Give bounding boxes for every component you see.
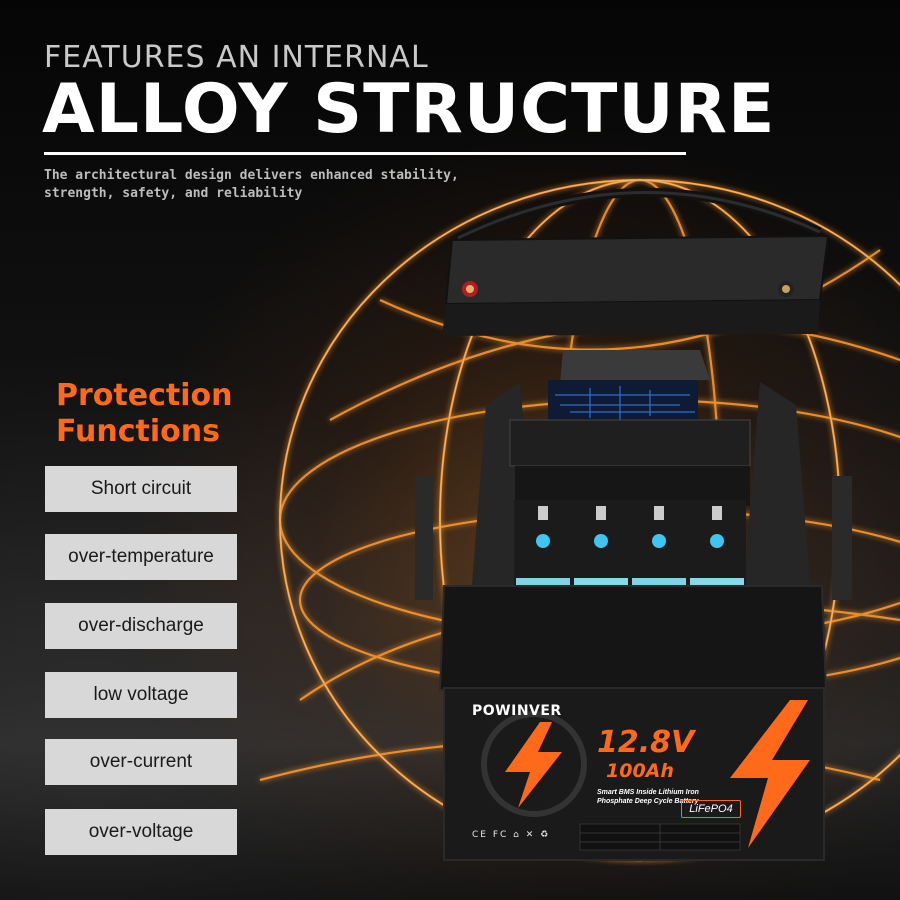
protection-item-over-voltage: over-voltage (45, 809, 237, 855)
battery-description: Smart BMS Inside Lithium Iron Phosphate … (597, 789, 699, 805)
brand-logo: POWINVER (472, 703, 562, 719)
protection-functions-title: Protection Functions (56, 378, 232, 450)
protection-item-low-voltage: low voltage (45, 672, 237, 718)
protection-title-line-2: Functions (56, 414, 220, 449)
battery-voltage: 12.8V (597, 725, 695, 760)
battery-case (438, 585, 828, 861)
subtext-line-2: strength, safety, and reliability (44, 186, 303, 201)
protection-item-over-temperature: over-temperature (45, 534, 237, 580)
battery-capacity: 100Ah (606, 760, 674, 782)
bms-board (548, 350, 710, 422)
headline-underline (44, 152, 686, 155)
eyebrow-heading: FEATURES AN INTERNAL (44, 40, 429, 75)
protection-item-over-current: over-current (45, 739, 237, 785)
certification-marks: CE FC ⌂ ✕ ♻ (472, 830, 551, 840)
battery-lid (442, 188, 830, 336)
chemistry-badge: LiFePO4 (681, 800, 741, 818)
alloy-frame (415, 382, 852, 610)
subtext: The architectural design delivers enhanc… (44, 167, 524, 203)
main-headline: ALLOY STRUCTURE (42, 70, 776, 149)
protection-title-line-1: Protection (56, 378, 233, 413)
subtext-line-1: The architectural design delivers enhanc… (44, 168, 459, 183)
protection-item-over-discharge: over-discharge (45, 603, 237, 649)
protection-item-short-circuit: Short circuit (45, 466, 237, 512)
